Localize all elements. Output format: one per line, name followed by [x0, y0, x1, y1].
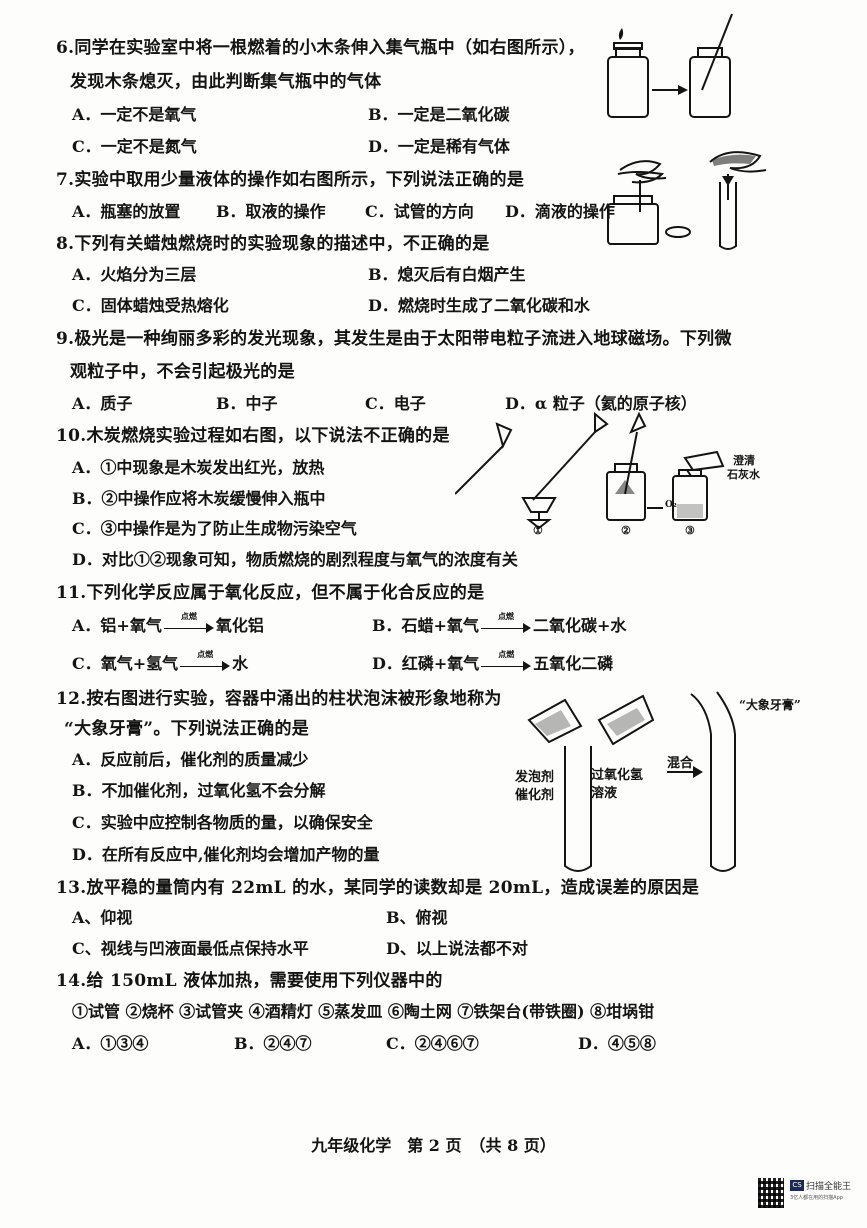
q8-option-d: D．燃烧时生成了二氧化碳和水 — [368, 296, 590, 315]
q6-option-c: C．一定不是氮气 — [72, 137, 197, 156]
q11-d-condition: 点燃 — [498, 648, 515, 659]
q11-b-reactants: B．石蜡+氧气 — [372, 616, 479, 635]
q12-fig-toothpaste-label: “大象牙膏” — [739, 698, 801, 712]
q13-option-c: C、视线与凹液面最低点保持水平 — [72, 939, 309, 958]
reaction-arrow-icon: 点燃 — [480, 611, 531, 634]
q11-c-products: 水 — [232, 654, 249, 673]
page-footer: 九年级化学 第 2 页 （共 8 页） — [311, 1136, 556, 1155]
q11-option-a: A．铝+氧气 点燃氧化铝 — [72, 611, 264, 636]
q6-option-a: A．一定不是氧气 — [72, 105, 197, 124]
q11-b-condition: 点燃 — [497, 610, 514, 621]
q10-option-b: B．②中操作应将木炭缓慢伸入瓶中 — [72, 489, 326, 508]
q11-stem: 11.下列化学反应属于氧化反应，但不属于化合反应的是 — [56, 583, 485, 603]
q8-option-c: C．固体蜡烛受热熔化 — [72, 296, 229, 315]
q10-option-c: C．③中操作是为了防止生成物污染空气 — [72, 519, 357, 538]
q7-option-b: B．取液的操作 — [216, 202, 326, 221]
q12-stem-line2: “大象牙膏”。下列说法正确的是 — [64, 719, 310, 739]
q11-a-condition: 点燃 — [180, 610, 197, 621]
q14-option-b: B．②④⑦ — [234, 1034, 312, 1053]
q9-option-c: C．电子 — [365, 394, 426, 413]
q11-d-reactants: D．红磷+氧气 — [372, 654, 480, 673]
q14-option-d: D．④⑤⑧ — [578, 1034, 656, 1053]
q10-option-a: A．①中现象是木炭发出红光，放热 — [72, 458, 325, 477]
q13-option-a: A、仰视 — [72, 908, 133, 927]
q11-c-reactants: C．氧气+氢气 — [72, 654, 179, 673]
q12-fig-right-label-1: 过氧化氢 — [591, 768, 644, 783]
q12-option-a: A．反应前后，催化剂的质量减少 — [72, 750, 309, 769]
q12-fig-left-label-1: 发泡剂 — [515, 770, 555, 785]
q6-option-d: D．一定是稀有气体 — [368, 137, 510, 156]
q13-option-b: B、俯视 — [386, 908, 448, 927]
q13-stem: 13.放平稳的量筒内有 22mL 的水，某同学的读数却是 20mL，造成误差的原… — [56, 878, 700, 898]
q9-option-b: B．中子 — [216, 394, 278, 413]
q13-option-d: D、以上说法都不对 — [386, 939, 528, 958]
q14-instrument-list: ①试管 ②烧杯 ③试管夹 ④酒精灯 ⑤蒸发皿 ⑥陶土网 ⑦铁架台(带铁圈) ⑧坩… — [72, 1002, 655, 1021]
q11-a-reactants: A．铝+氧气 — [72, 616, 162, 635]
q10-stem: 10.木炭燃烧实验过程如右图，以下说法不正确的是 — [56, 426, 450, 446]
q9-option-d: D．α 粒子（氦的原子核） — [505, 394, 697, 413]
q12-fig-right-label-2: 溶液 — [591, 786, 618, 801]
q10-fig-n3: ③ — [685, 524, 695, 537]
camscanner-logo-icon: CS — [790, 1180, 804, 1191]
q7-stem: 7.实验中取用少量液体的操作如右图所示，下列说法正确的是 — [56, 170, 525, 190]
q9-stem-line1: 9.极光是一种绚丽多彩的发光现象，其发生是由于太阳带电粒子流进入地球磁场。下列微 — [56, 329, 732, 349]
qr-code-icon — [758, 1178, 784, 1208]
q6-figure-gas-bottles — [598, 12, 738, 127]
q8-stem: 8.下列有关蜡烛燃烧时的实验现象的描述中，不正确的是 — [56, 234, 490, 254]
reaction-arrow-icon: 点燃 — [180, 649, 231, 672]
q10-fig-o2: O₂ — [665, 500, 677, 510]
watermark-app-name: 扫描全能王 — [806, 1182, 852, 1192]
q12-fig-left-label-2: 催化剂 — [515, 788, 555, 803]
q11-option-c: C．氧气+氢气 点燃水 — [72, 649, 249, 674]
q10-figure-charcoal: 澄清 石灰水 O₂ ① ② ③ — [455, 412, 775, 542]
reaction-arrow-icon: 点燃 — [481, 649, 532, 672]
q6-stem-line1: 6.同学在实验室中将一根燃着的小木条伸入集气瓶中（如右图所示）， — [56, 38, 585, 58]
q11-c-condition: 点燃 — [197, 648, 214, 659]
q10-fig-n2: ② — [621, 524, 631, 537]
q12-option-c: C．实验中应控制各物质的量，以确保安全 — [72, 813, 373, 832]
q6-stem-line2: 发现木条熄灭，由此判断集气瓶中的气体 — [70, 72, 382, 92]
q7-figure-dropper — [600, 142, 775, 252]
q7-option-d: D．滴液的操作 — [505, 202, 615, 221]
scanner-watermark: CS 扫描全能王 3亿人都在用的扫描App — [758, 1178, 862, 1222]
q12-stem-line1: 12.按右图进行实验，容器中涌出的柱状泡沫被形象地称为 — [56, 689, 502, 709]
q10-fig-n1: ① — [533, 524, 543, 537]
q8-option-b: B．熄灭后有白烟产生 — [368, 265, 526, 284]
reaction-arrow-icon: 点燃 — [163, 611, 214, 634]
q12-option-b: B．不加催化剂，过氧化氢不会分解 — [72, 781, 326, 800]
q9-stem-line2: 观粒子中，不会引起极光的是 — [70, 362, 295, 382]
q12-option-d: D．在所有反应中,催化剂均会增加产物的量 — [72, 845, 380, 864]
q8-option-a: A．火焰分为三层 — [72, 265, 197, 284]
q10-fig-limewater-2: 石灰水 — [727, 468, 760, 481]
q7-option-c: C．试管的方向 — [365, 202, 474, 221]
q10-fig-limewater-1: 澄清 — [733, 454, 755, 467]
q11-b-products: 二氧化碳+水 — [532, 616, 627, 635]
q9-option-a: A．质子 — [72, 394, 133, 413]
q11-option-d: D．红磷+氧气 点燃五氧化二磷 — [372, 649, 614, 674]
q7-option-a: A．瓶塞的放置 — [72, 202, 181, 221]
q12-fig-mix-label: 混合 — [667, 756, 694, 771]
q11-option-b: B．石蜡+氧气 点燃二氧化碳+水 — [372, 611, 627, 636]
q10-option-d: D．对比①②现象可知，物质燃烧的剧烈程度与氧气的浓度有关 — [72, 550, 518, 569]
q14-option-c: C．②④⑥⑦ — [386, 1034, 479, 1053]
q14-stem: 14.给 150mL 液体加热，需要使用下列仪器中的 — [56, 971, 443, 991]
q6-option-b: B．一定是二氧化碳 — [368, 105, 510, 124]
q12-figure-elephant-toothpaste: 发泡剂 催化剂 过氧化氢 溶液 混合 “大象牙膏” — [515, 680, 825, 880]
q14-option-a: A．①③④ — [72, 1034, 149, 1053]
watermark-tagline: 3亿人都在用的扫描App — [790, 1195, 843, 1201]
q11-a-products: 氧化铝 — [215, 616, 264, 635]
q11-d-products: 五氧化二磷 — [533, 654, 614, 673]
